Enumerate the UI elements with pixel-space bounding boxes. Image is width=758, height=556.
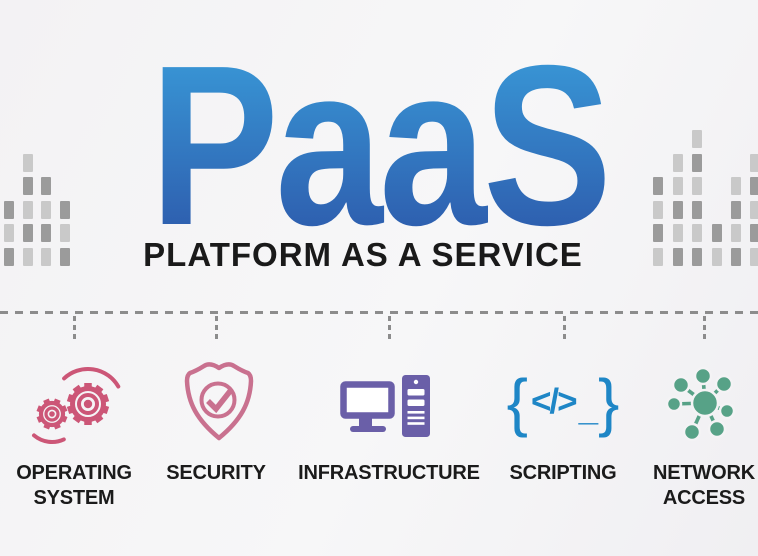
dashed-connector-tick [702, 316, 706, 339]
feature-label: INFRASTRUCTURE [298, 462, 480, 484]
equalizer-block [731, 177, 741, 195]
feature-label: NETWORK ACCESS [653, 462, 755, 509]
dashed-connector-tick [214, 316, 218, 339]
equalizer-block [23, 200, 33, 219]
equalizer-block [731, 247, 741, 266]
feature-network-access: NETWORK ACCESS [609, 352, 758, 522]
close-brace-glyph: } [598, 366, 620, 438]
feature-scripting: { </> _ } SCRIPTING [468, 352, 658, 522]
code-brackets-icon: { </> _ } [478, 364, 648, 440]
code-tag-glyph: </> [530, 382, 578, 421]
equalizer-block [23, 177, 33, 195]
equalizer-block [750, 224, 758, 242]
equalizer-block [731, 224, 741, 242]
feature-infrastructure: INFRASTRUCTURE [294, 352, 484, 522]
feature-label: SECURITY [166, 462, 266, 484]
shield-check-icon [184, 362, 254, 441]
feature-label: SCRIPTING [509, 462, 617, 484]
computer-tower-icon [340, 375, 430, 437]
equalizer-block [41, 200, 51, 219]
dashed-connector-tick [387, 316, 391, 339]
equalizer-block [750, 153, 758, 172]
open-brace-glyph: { [506, 366, 528, 438]
equalizer-block [4, 200, 14, 219]
page-subtitle: PLATFORM AS A SERVICE [143, 236, 583, 273]
dashed-divider [0, 311, 758, 314]
equalizer-block [750, 247, 758, 266]
feature-security: SECURITY [121, 352, 311, 522]
page-title: PaaS [57, 32, 701, 260]
underscore-glyph: _ [578, 389, 599, 428]
dashed-connector-tick [562, 316, 566, 339]
equalizer-block [731, 200, 741, 219]
dashed-connector-tick [72, 316, 76, 339]
network-hub-icon [665, 366, 736, 442]
gears-icon [32, 367, 121, 444]
feature-label: OPERATING SYSTEM [16, 462, 132, 509]
equalizer-block [750, 200, 758, 219]
feature-operating-system: OPERATING SYSTEM [0, 352, 169, 522]
equalizer-block [23, 153, 33, 172]
equalizer-block [41, 177, 51, 195]
equalizer-block [750, 177, 758, 195]
